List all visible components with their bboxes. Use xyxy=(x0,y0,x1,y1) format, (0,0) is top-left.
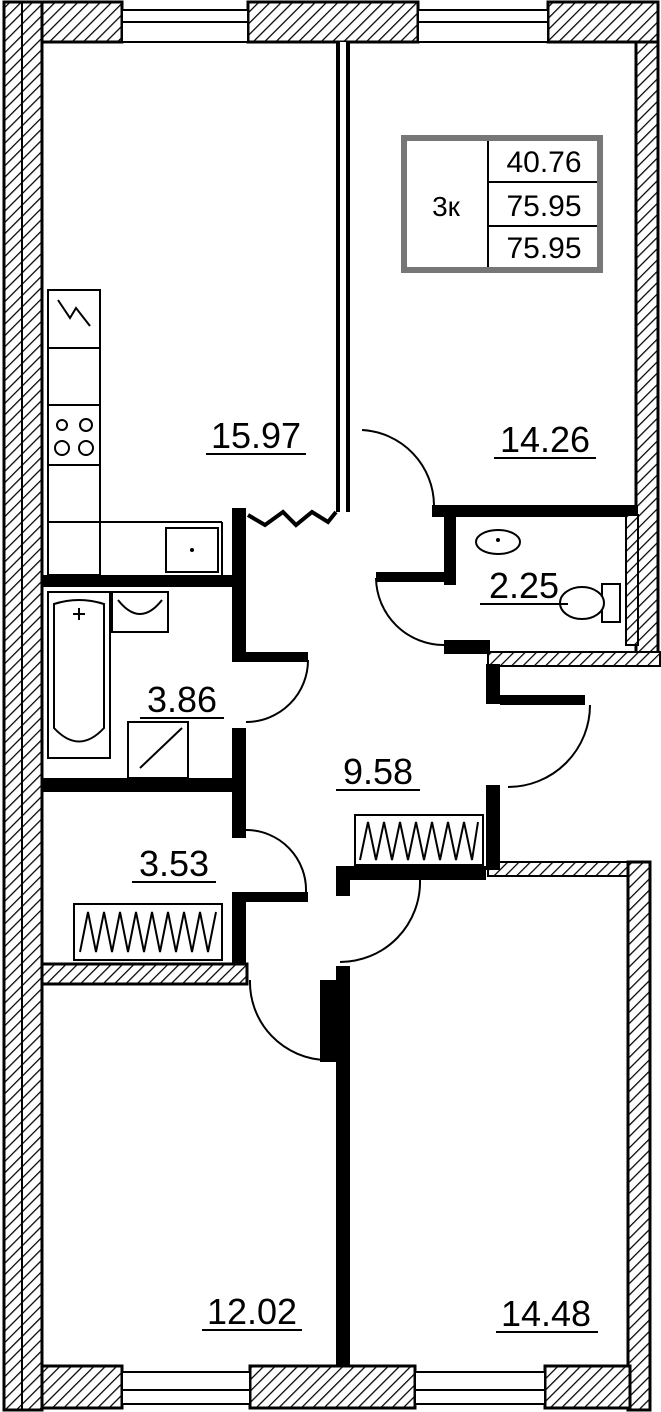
room-count: 3к xyxy=(432,191,461,222)
kitchen-fixtures xyxy=(47,289,223,576)
bathroom-fixtures xyxy=(47,591,189,779)
bedroom-top-right-area-label: 14.26 xyxy=(500,419,590,460)
kitchen-area-label: 15.97 xyxy=(211,415,301,456)
wc-area-label: 2.25 xyxy=(489,565,559,606)
storage-area-label: 3.53 xyxy=(139,843,209,884)
bathroom-area-label: 3.86 xyxy=(147,679,217,720)
wc-fixtures xyxy=(475,529,621,623)
interior-walls xyxy=(40,42,639,1366)
hall-area-label: 9.58 xyxy=(343,751,413,792)
room-labels: 15.97 14.26 2.25 3.86 9.58 3.53 12.02 14… xyxy=(132,415,598,1334)
bedroom-bottom-left-area-label: 12.02 xyxy=(207,1291,297,1332)
bedroom-bottom-right-area-label: 14.48 xyxy=(501,1293,591,1334)
total-area-value: 75.95 xyxy=(506,190,581,223)
apartment-info-box: 3к 40.76 75.95 75.95 xyxy=(401,135,603,273)
total-area-with-balcony-value: 75.95 xyxy=(506,232,581,265)
radiators xyxy=(73,814,484,961)
living-area-value: 40.76 xyxy=(506,146,581,179)
doors xyxy=(245,429,591,1061)
